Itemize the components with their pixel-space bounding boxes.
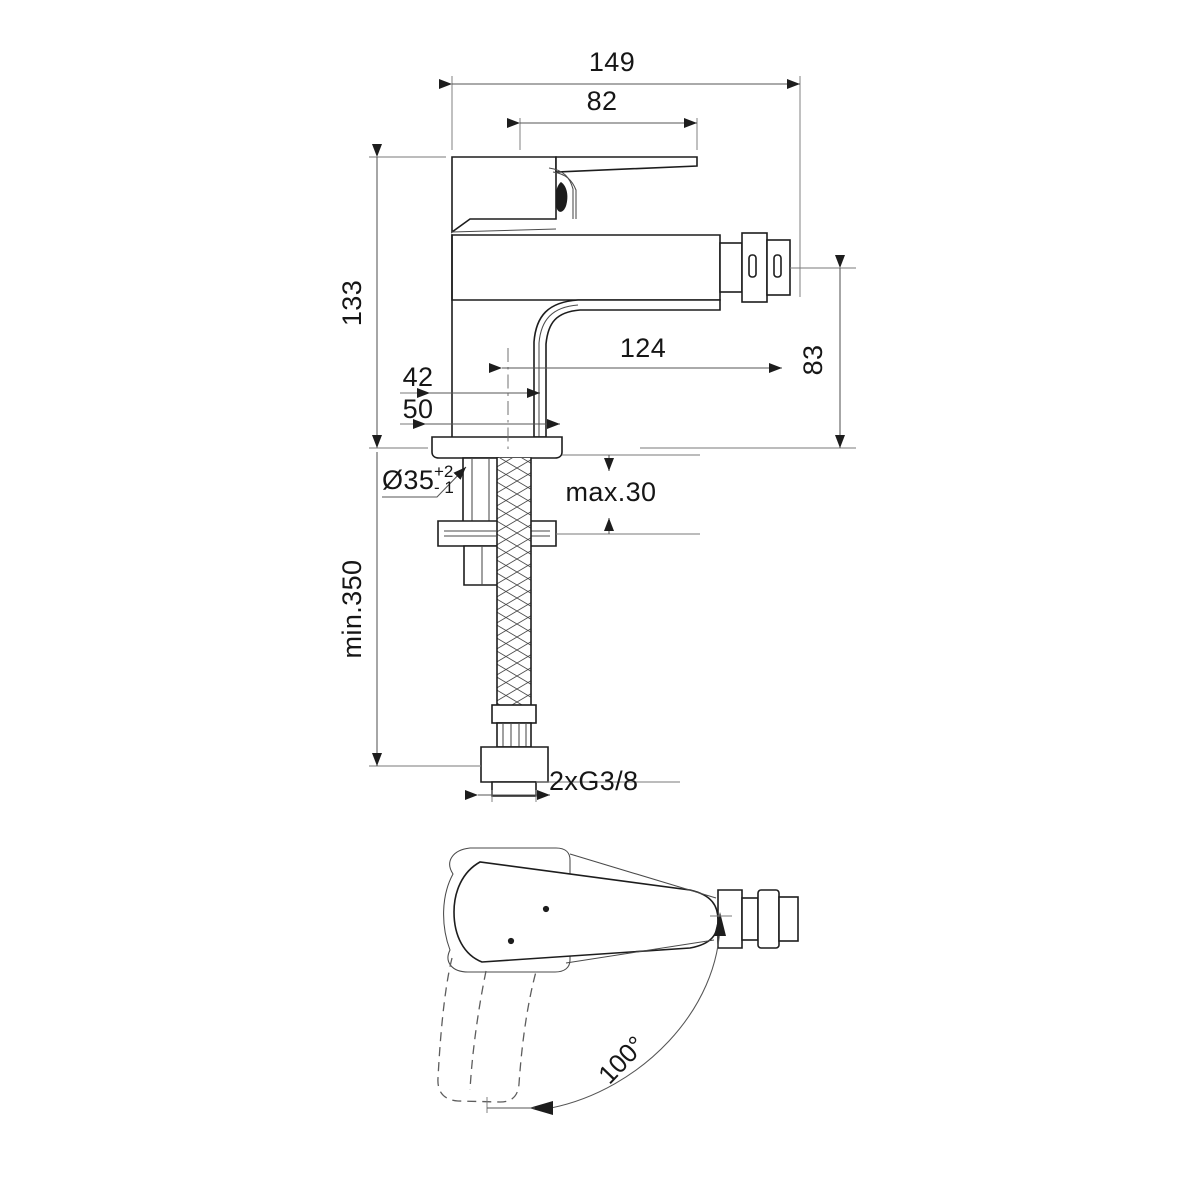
dim-d35-tol-minus: - 1: [434, 478, 454, 497]
dim-min350-label: min.350: [337, 560, 367, 659]
dim-100deg-label: 100°: [592, 1030, 651, 1090]
dim-133-group: 133: [337, 144, 446, 449]
aerator-nozzle-side: [719, 232, 791, 303]
dim-50-group: 50: [400, 394, 560, 429]
dim-thread-g38-group: 2xG3/8: [465, 766, 680, 802]
dim-min350-group: min.350: [337, 447, 481, 767]
swing-angle-arc-group: [486, 912, 732, 1115]
top-plan-view: 100°: [437, 847, 799, 1115]
side-elevation-view: [431, 156, 791, 797]
lever-handle-side: [451, 156, 698, 234]
base-plate-side: [431, 436, 563, 459]
mixer-body-side: [451, 234, 721, 438]
dim-42-group: 42: [400, 362, 540, 398]
dim-124-label: 124: [620, 333, 666, 363]
dim-42-label: 42: [403, 362, 434, 392]
dim-diameter-35-group: Ø35 +2 - 1: [382, 462, 467, 498]
dim-149-group: 149: [439, 47, 800, 89]
dim-max30-group: max.30: [556, 454, 700, 535]
dimension-layer-side: 149 82 133 42: [337, 47, 856, 802]
dim-83-label: 83: [798, 345, 828, 376]
dim-149-label: 149: [589, 47, 635, 77]
aerator-nozzle-plan: [741, 889, 799, 949]
dim-124-group: 124: [489, 333, 782, 450]
braided-hose: [496, 457, 532, 706]
dim-g38-label: 2xG3/8: [549, 766, 638, 796]
dim-82-label: 82: [587, 86, 618, 116]
dim-d35-tol-plus: +2: [434, 462, 453, 481]
dim-max30-label: max.30: [566, 477, 657, 507]
lever-swung-position-outline: [437, 957, 538, 1103]
dim-82-group: 82: [507, 86, 697, 128]
dim-d35-label: Ø35: [382, 465, 434, 495]
dim-50-label: 50: [403, 394, 434, 424]
dim-83-group: 83: [640, 255, 856, 449]
dim-133-label: 133: [337, 280, 367, 326]
